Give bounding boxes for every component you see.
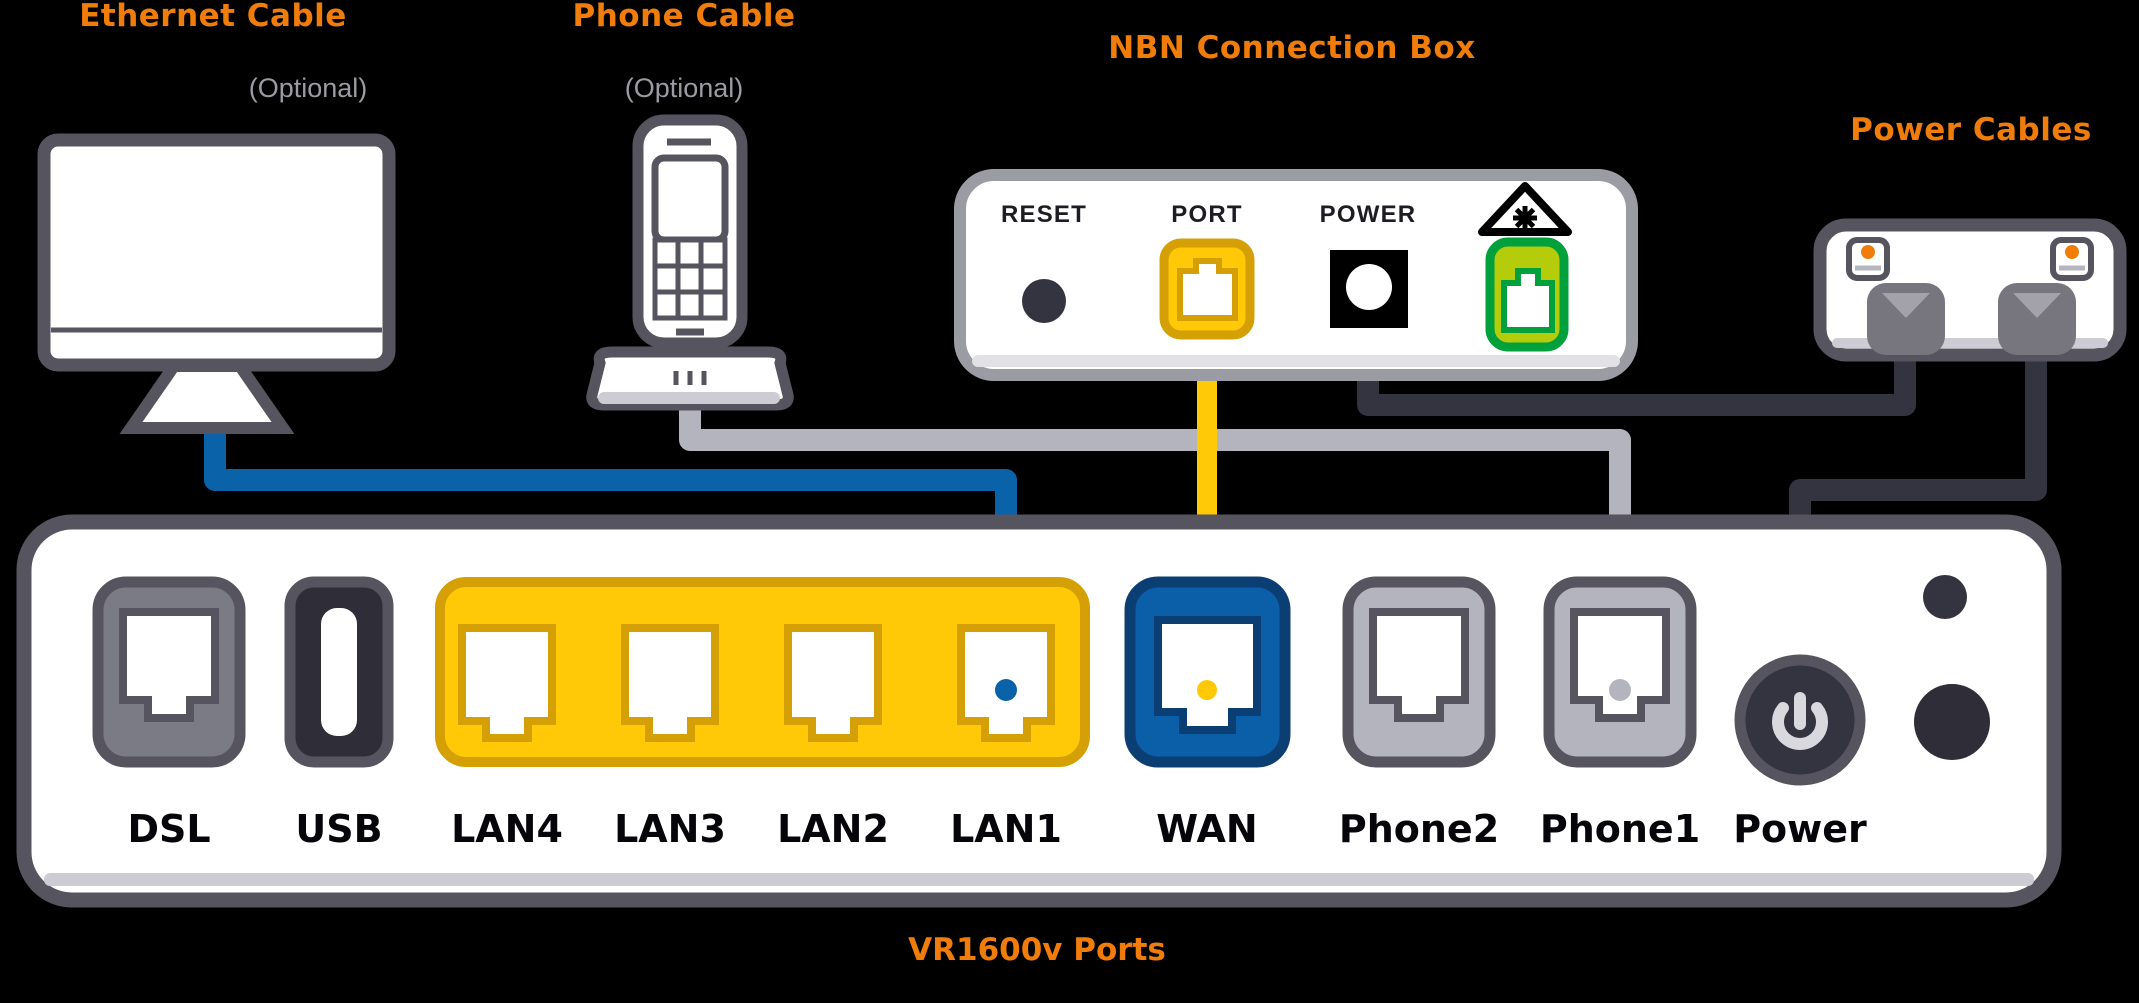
laser-warning-icon bbox=[1478, 182, 1572, 236]
phone1-rj45-cutout bbox=[1570, 608, 1670, 722]
monitor-stand bbox=[119, 360, 295, 434]
dsl-rj45-cutout bbox=[119, 608, 219, 722]
outlet-switch-left[interactable] bbox=[1846, 237, 1890, 281]
nbn-power-label: POWER bbox=[1320, 201, 1417, 228]
router-bottom-strip bbox=[44, 873, 2034, 886]
power-port-label: Power bbox=[1733, 807, 1867, 851]
outlet-plug-right-prong bbox=[2013, 293, 2061, 318]
power-outlet-panel bbox=[1813, 218, 2127, 362]
lan4-rj45-cutout bbox=[458, 624, 556, 742]
nbn-connection-box: RESET PORT POWER bbox=[954, 169, 1638, 381]
router-port-dsl[interactable] bbox=[92, 576, 246, 768]
power-symbol-arc bbox=[1772, 702, 1828, 750]
router-port-phone2[interactable] bbox=[1342, 576, 1496, 768]
phone-base-shadow bbox=[598, 392, 780, 404]
wan-rj45-cutout bbox=[1154, 616, 1261, 734]
nbn-box-body bbox=[954, 169, 1638, 381]
outlet-plug-left-prong bbox=[1882, 293, 1930, 318]
outlet-plug-right-body bbox=[1998, 283, 2076, 355]
footer-caption: VR1600v Ports bbox=[908, 932, 1166, 968]
lan2-rj45-cutout bbox=[784, 624, 882, 742]
phone-screen bbox=[651, 154, 729, 244]
router-port-lan3[interactable] bbox=[621, 624, 719, 742]
lan4-port-label: LAN4 bbox=[451, 807, 563, 851]
nbn-box-bottom-strip bbox=[972, 355, 1620, 367]
nbn-cable-tip bbox=[1197, 680, 1217, 700]
laser-burst-glyph bbox=[1513, 206, 1537, 230]
nbn-reset-button[interactable] bbox=[1022, 279, 1066, 323]
phone-base-contacts bbox=[673, 371, 707, 385]
router-small-button[interactable] bbox=[1923, 575, 1967, 619]
phone2-rj45-cutout bbox=[1369, 608, 1469, 722]
monitor-device bbox=[37, 133, 396, 434]
router-port-lan4[interactable] bbox=[458, 624, 556, 742]
phone1-port-label: Phone1 bbox=[1540, 807, 1700, 851]
lan-port-group bbox=[435, 577, 1090, 767]
ethernet-cable-tip bbox=[995, 679, 1017, 701]
phone-cable-tip bbox=[1609, 679, 1631, 701]
lan-group-panel bbox=[435, 577, 1090, 767]
router-port-power[interactable] bbox=[1734, 654, 1866, 786]
nbn-reset-label: RESET bbox=[1001, 201, 1087, 228]
nbn-power-jack[interactable] bbox=[1330, 250, 1408, 328]
nbn-connection-box-heading: NBN Connection Box bbox=[1108, 30, 1475, 66]
nbn-power-jack-hole bbox=[1346, 264, 1392, 310]
router-large-button[interactable] bbox=[1914, 684, 1990, 760]
phone-optional-label: (Optional) bbox=[625, 73, 744, 103]
lan1-port-label: LAN1 bbox=[950, 807, 1062, 851]
usb-port-slot bbox=[321, 608, 357, 736]
nbn-port-label: PORT bbox=[1171, 201, 1242, 228]
nbn-port-jack[interactable] bbox=[1159, 238, 1255, 340]
router-port-usb[interactable] bbox=[284, 576, 394, 768]
outlet-plug-left[interactable] bbox=[1867, 283, 1945, 355]
wan-port-label: WAN bbox=[1156, 807, 1257, 851]
outlet-switch-left-led bbox=[1861, 245, 1875, 259]
outlet-plug-left-body bbox=[1867, 283, 1945, 355]
phone2-port-label: Phone2 bbox=[1339, 807, 1499, 851]
nbn-optical-rj45-cutout bbox=[1501, 268, 1555, 333]
ethernet-optional-label: (Optional) bbox=[249, 73, 368, 103]
phone-cable-heading: Phone Cable bbox=[573, 0, 796, 34]
outlet-switch-right-led bbox=[2065, 245, 2079, 259]
usb-port-label: USB bbox=[295, 807, 382, 851]
lan3-rj45-cutout bbox=[621, 624, 719, 742]
router-port-phone1[interactable] bbox=[1543, 576, 1697, 768]
lan2-port-label: LAN2 bbox=[777, 807, 889, 851]
router-port-lan2[interactable] bbox=[784, 624, 882, 742]
phone-keypad bbox=[652, 237, 728, 321]
outlet-plug-right[interactable] bbox=[1998, 283, 2076, 355]
ethernet-cable-heading: Ethernet Cable bbox=[79, 0, 347, 34]
power-cables-heading: Power Cables bbox=[1850, 112, 2092, 148]
lan3-port-label: LAN3 bbox=[614, 807, 726, 851]
nbn-optical-jack[interactable] bbox=[1485, 237, 1569, 352]
dsl-port-label: DSL bbox=[127, 807, 210, 851]
outlet-switch-right[interactable] bbox=[2050, 237, 2094, 281]
cordless-phone-device bbox=[586, 114, 794, 411]
nbn-port-rj45-cutout bbox=[1177, 258, 1238, 321]
router-port-wan[interactable] bbox=[1124, 576, 1291, 768]
